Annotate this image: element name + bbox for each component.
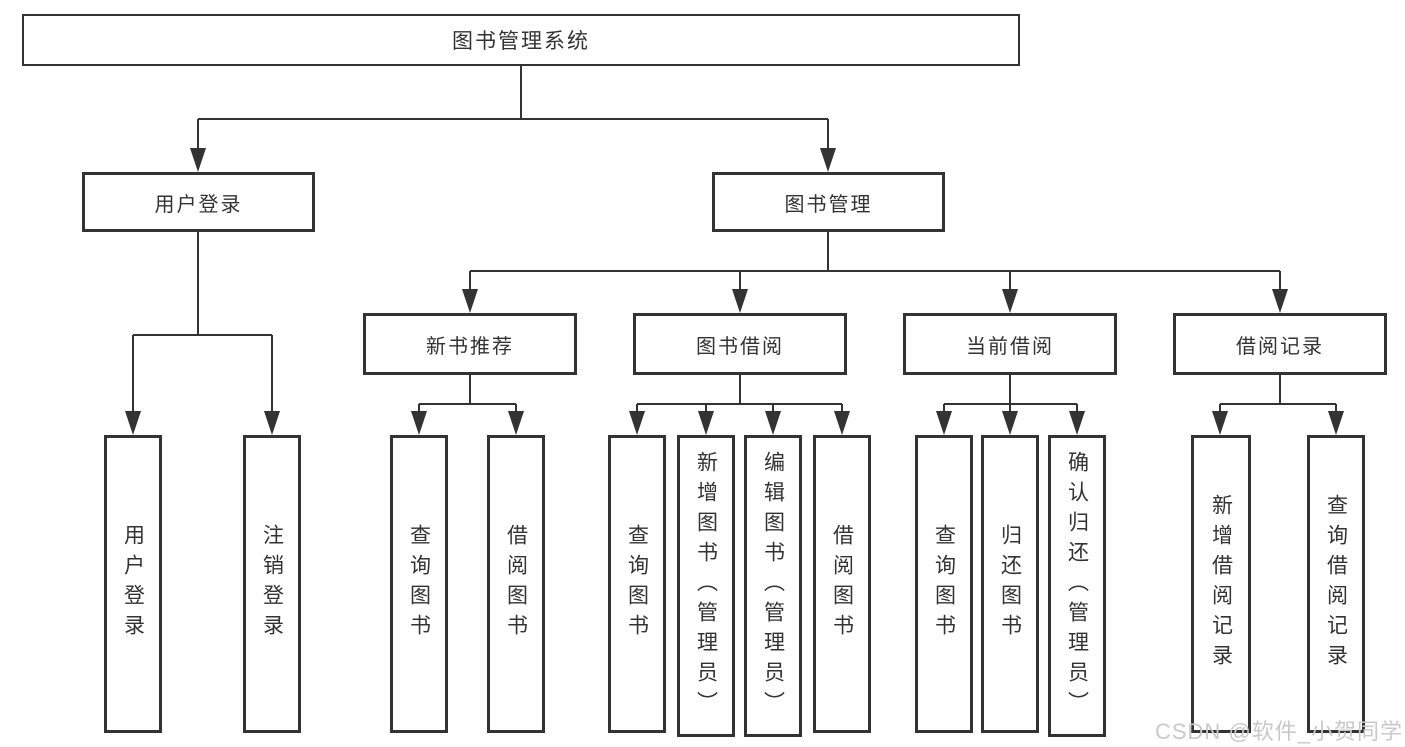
- connector-line: [418, 375, 517, 413]
- leaf-return-books: 归还图书: [981, 435, 1039, 733]
- node-current-borrowing: 当前借阅: [903, 313, 1117, 375]
- connector-line: [197, 66, 829, 150]
- arrowhead-icon: [732, 289, 748, 313]
- leaf-query-books-borrow: 查询图书: [608, 435, 666, 733]
- leaf-edit-books-admin: 编辑图书（管理员）: [744, 435, 802, 737]
- arrowhead-icon: [125, 411, 141, 435]
- leaf-logout: 注销登录: [243, 435, 301, 733]
- node-book-borrowing: 图书借阅: [633, 313, 847, 375]
- arrowhead-icon: [834, 411, 850, 435]
- connector-line: [943, 375, 1078, 413]
- arrowhead-icon: [629, 411, 645, 435]
- connector-line: [469, 232, 1281, 291]
- connector-line: [636, 375, 843, 413]
- arrowhead-icon: [462, 289, 478, 313]
- arrowhead-icon: [411, 411, 427, 435]
- node-new-book-recommendation: 新书推荐: [363, 313, 577, 375]
- leaf-user-login: 用户登录: [104, 435, 162, 733]
- arrowhead-icon: [936, 411, 952, 435]
- arrowhead-icon: [820, 148, 836, 172]
- arrowhead-icon: [765, 411, 781, 435]
- connector-line: [132, 232, 273, 413]
- node-user-login: 用户登录: [82, 172, 315, 232]
- csdn-watermark: CSDN @软件_小贺同学: [1154, 719, 1403, 744]
- arrowhead-icon: [264, 411, 280, 435]
- connector-line: [1219, 375, 1337, 413]
- leaf-borrow-books-recommend: 借阅图书: [487, 435, 545, 733]
- arrowhead-icon: [698, 411, 714, 435]
- leaf-query-books-recommend: 查询图书: [390, 435, 448, 733]
- leaf-query-books-current: 查询图书: [915, 435, 973, 733]
- leaf-query-borrow-record: 查询借阅记录: [1307, 435, 1365, 733]
- node-borrowing-records: 借阅记录: [1173, 313, 1387, 375]
- arrowhead-icon: [190, 148, 206, 172]
- leaf-borrow-books: 借阅图书: [813, 435, 871, 733]
- arrowhead-icon: [1328, 411, 1344, 435]
- leaf-confirm-return-admin: 确认归还（管理员）: [1048, 435, 1106, 737]
- node-library-management-system: 图书管理系统: [22, 14, 1020, 66]
- arrowhead-icon: [1272, 289, 1288, 313]
- leaf-add-borrow-record: 新增借阅记录: [1191, 435, 1251, 733]
- node-book-management: 图书管理: [712, 172, 945, 232]
- arrowhead-icon: [1002, 411, 1018, 435]
- arrowhead-icon: [1069, 411, 1085, 435]
- arrowhead-icon: [508, 411, 524, 435]
- leaf-add-books-admin: 新增图书（管理员）: [677, 435, 735, 737]
- arrowhead-icon: [1002, 289, 1018, 313]
- arrowhead-icon: [1212, 411, 1228, 435]
